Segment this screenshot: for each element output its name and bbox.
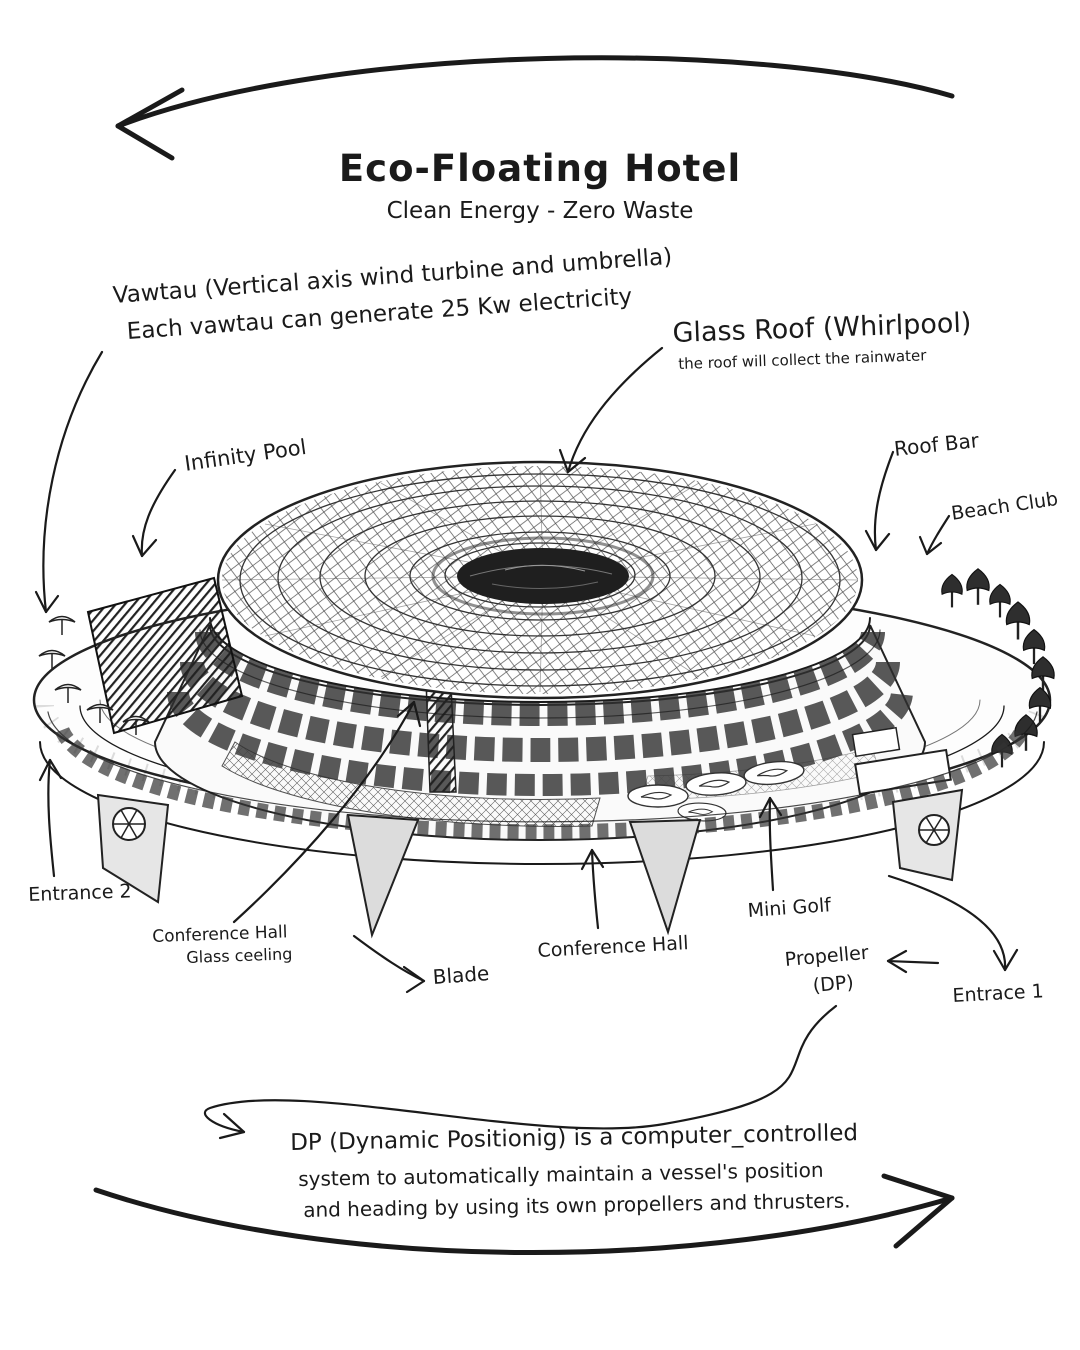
infinity-pool-shape <box>86 576 244 735</box>
page-title: Eco-Floating Hotel <box>338 147 742 190</box>
entrance-1-arrow <box>887 874 1007 972</box>
entrance-2-arrow <box>47 758 56 878</box>
entrance-2-label: Entrance 2 <box>27 880 132 906</box>
window-row <box>180 661 900 762</box>
bottom-flow-arrow <box>93 1173 955 1255</box>
annotation-arrows <box>34 346 1019 1140</box>
dp-note-arrow <box>203 1004 838 1134</box>
window-row <box>195 631 885 726</box>
propeller-wheel-left <box>112 807 146 841</box>
dome-rings <box>239 473 841 687</box>
glass-dome <box>199 460 881 719</box>
beach-club-arrow <box>925 514 951 556</box>
conference-glass-arrow <box>232 700 416 924</box>
glass-roof-arrow <box>566 346 664 474</box>
top-flow-arrow <box>115 55 955 161</box>
strut-center-right <box>628 818 702 936</box>
conference-hall-arrow <box>590 848 600 930</box>
roof-bar-arrow <box>873 450 895 552</box>
mini-golf-arrow <box>768 796 775 892</box>
page-subtitle: Clean Energy - Zero Waste <box>386 198 694 224</box>
conference-hall-glass-ceiling <box>221 741 601 827</box>
propeller-arrow <box>886 959 940 965</box>
blade-strut <box>346 813 420 939</box>
blade-label: Blade <box>431 961 491 989</box>
conference-hall-glass-label-line2: Glass ceeling <box>185 944 293 967</box>
support-struts <box>96 788 964 939</box>
propeller-label-line2: (DP) <box>811 971 855 997</box>
propeller-wheel-right <box>918 814 950 846</box>
dome-base-ring <box>209 617 871 703</box>
infinity-pool-arrow <box>140 468 177 558</box>
whirlpool-center <box>457 548 629 604</box>
vawtau-arrow <box>42 350 104 614</box>
